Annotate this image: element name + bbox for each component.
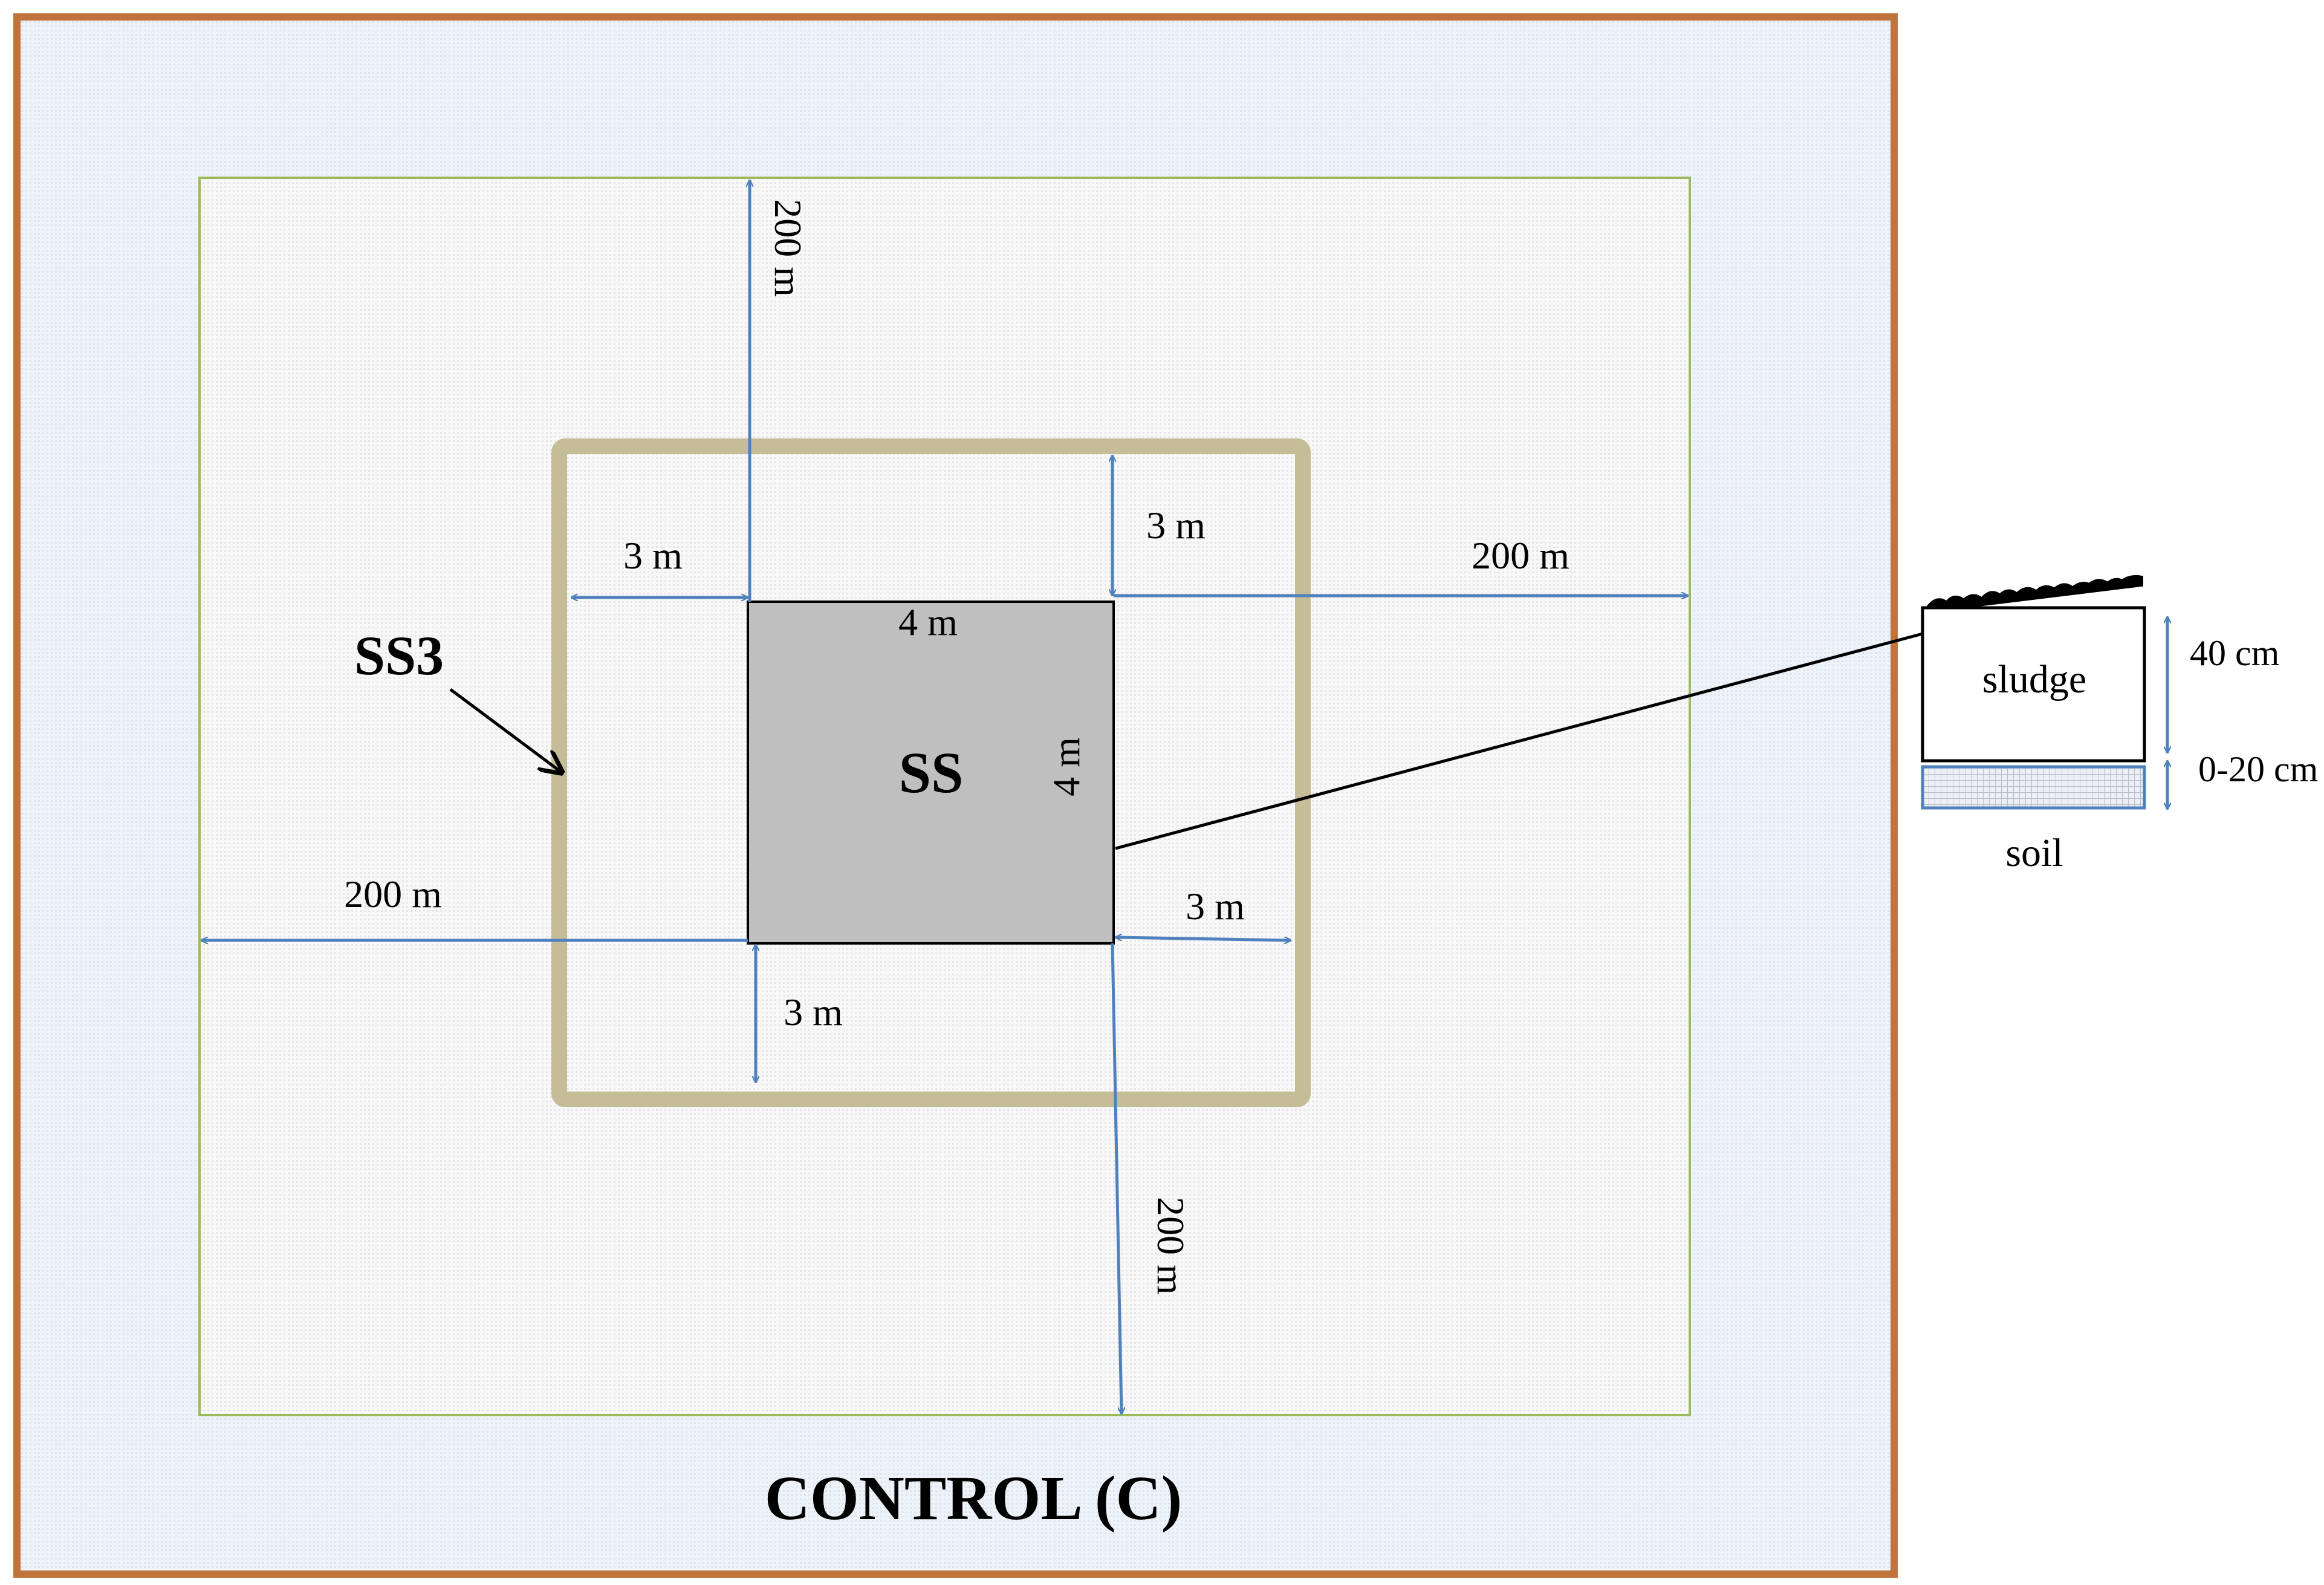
soil-label: soil — [2005, 831, 2063, 875]
arrow-right-3 — [1115, 937, 1291, 940]
control-title: CONTROL (C) — [765, 1463, 1182, 1533]
soil-depth-label: 0-20 cm — [2198, 749, 2318, 789]
label-right-200: 200 m — [1472, 534, 1569, 577]
label-ss-height: 4 m — [1045, 737, 1088, 796]
profile-connector-line — [1115, 632, 1923, 850]
label-bottom-200: 200 m — [1149, 1197, 1192, 1295]
sludge-layer — [1921, 606, 2146, 763]
ss-plot — [747, 600, 1115, 945]
label-bottom-3: 3 m — [784, 991, 843, 1033]
ss3-pointer-arrow — [449, 688, 562, 773]
sludge-depth-label: 40 cm — [2190, 633, 2279, 673]
arrow-bottom-200 — [1111, 943, 1121, 1414]
ss-label: SS — [899, 740, 964, 805]
sludge-label: sludge — [1982, 657, 2086, 701]
soil-profile-inset: sludge soil 40 cm 0-20 cm — [1921, 574, 2318, 875]
label-top-3: 3 m — [1146, 504, 1206, 547]
label-ss-width: 4 m — [898, 600, 958, 643]
label-left-200: 200 m — [344, 873, 442, 916]
soil-layer — [1921, 765, 2146, 810]
label-right-3: 3 m — [1186, 885, 1245, 928]
label-top-200: 200 m — [767, 199, 810, 297]
label-left-3: 3 m — [623, 534, 683, 577]
ss3-label: SS3 — [354, 625, 444, 686]
sludge-surface — [1927, 574, 2143, 613]
dimension-arrows — [201, 180, 1688, 1414]
